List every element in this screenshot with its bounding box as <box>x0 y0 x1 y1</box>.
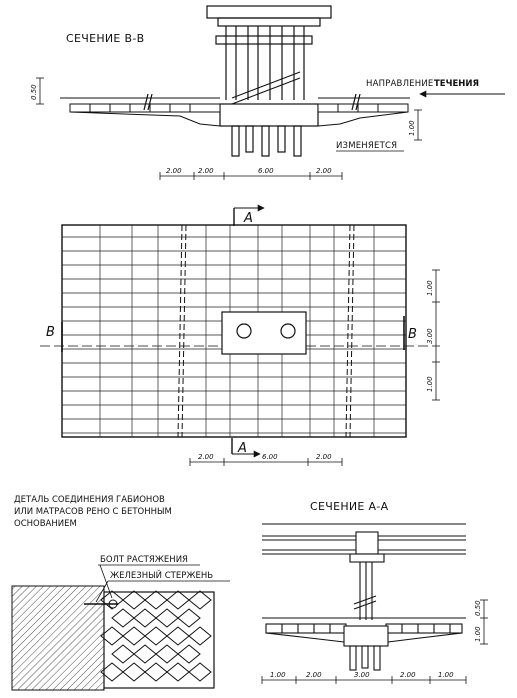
section-bb: СЕЧЕНИЕ В-В <box>30 5 505 180</box>
dim-bb-4: 2.00 <box>316 167 332 175</box>
mesh-cell <box>166 590 190 610</box>
flow-label: НАПРАВЛЕНИЕ <box>366 79 433 89</box>
mesh-cell <box>166 626 190 646</box>
mesh-cell <box>133 644 157 664</box>
dim-left-bb <box>36 77 44 105</box>
section-aa: СЕЧЕНИЕ А-А <box>261 500 488 684</box>
aa-dim-bottom-1: 1.00 <box>270 671 286 679</box>
mesh-cell <box>188 590 212 610</box>
aa-dim-right-bottom: 1.00 <box>474 626 482 642</box>
mesh-cell <box>177 644 201 664</box>
plan-dim-right-2: 3.00 <box>426 328 434 344</box>
section-bb-title: СЕЧЕНИЕ В-В <box>66 32 144 45</box>
plan-dim-bottom-1: 2.00 <box>198 453 214 461</box>
plan-dims-right <box>432 269 440 401</box>
bolt-label: БОЛТ РАСТЯЖЕНИЯ <box>100 555 188 565</box>
detail-connection: ДЕТАЛЬ СОЕДИНЕНИЯ ГАБИОНОВ ИЛИ МАТРАСОВ … <box>11 495 230 691</box>
aa-dims-bottom <box>261 676 467 684</box>
mesh-cell <box>144 626 168 646</box>
gabion-mesh <box>100 590 212 682</box>
section-aa-title: СЕЧЕНИЕ А-А <box>310 500 389 513</box>
mesh-cell <box>177 608 201 628</box>
mesh-cell <box>188 626 212 646</box>
plan-dim-right-1: 1.00 <box>426 280 434 296</box>
plan-view: A A B B 1.00 3.00 1.00 2.00 6.00 2.00 <box>40 204 440 466</box>
gabion-box <box>103 591 215 689</box>
mesh-cell <box>144 662 168 682</box>
plan-dim-right-3: 1.00 <box>426 376 434 392</box>
mesh-cell <box>111 608 135 628</box>
mesh-cell <box>122 626 146 646</box>
mesh-cell <box>122 590 146 610</box>
aa-dims-right <box>480 599 488 645</box>
dims-bottom-bb <box>159 172 343 180</box>
dim-bb-3: 6.00 <box>258 167 274 175</box>
dim-left-bb-label: 0.50 <box>30 84 38 100</box>
cut-marker-right: B <box>408 327 417 342</box>
aa-dim-bottom-4: 2.00 <box>400 671 416 679</box>
detail-title-line-2: ИЛИ МАТРАСОВ РЕНО С БЕТОННЫМ <box>14 507 172 517</box>
mesh-cell <box>166 662 190 682</box>
plan-dims-bottom <box>189 458 343 466</box>
cut-marker-top: A <box>243 211 253 226</box>
pier <box>206 5 332 157</box>
varies-label: ИЗМЕНЯЕТСЯ <box>336 141 397 151</box>
mesh-cell <box>111 644 135 664</box>
mesh-cell <box>155 644 179 664</box>
mesh-cell <box>155 608 179 628</box>
aa-dim-right-top: 0.50 <box>474 600 482 616</box>
detail-title-line-1: ДЕТАЛЬ СОЕДИНЕНИЯ ГАБИОНОВ <box>14 495 165 505</box>
aa-dim-bottom-3: 3.00 <box>354 671 370 679</box>
plan-dim-bottom-3: 2.00 <box>316 453 332 461</box>
mesh-cell <box>144 590 168 610</box>
aa-dim-bottom-5: 1.00 <box>438 671 454 679</box>
dim-right-bb <box>414 109 422 141</box>
cut-marker-left: B <box>46 325 55 340</box>
mesh-cell <box>122 662 146 682</box>
pile-circle <box>280 323 296 339</box>
detail-title-line-3: ОСНОВАНИЕМ <box>14 519 77 529</box>
rod-label: ЖЕЛЕЗНЫЙ СТЕРЖЕНЬ <box>110 569 213 581</box>
dim-bb-2: 2.00 <box>198 167 214 175</box>
concrete-base <box>11 585 105 691</box>
mesh-cell <box>133 608 157 628</box>
dim-bb-1: 2.00 <box>166 167 182 175</box>
flow-label-bold: ТЕЧЕНИЯ <box>434 79 479 89</box>
mattress-bb <box>60 93 410 127</box>
cut-marker-bottom: A <box>237 441 247 456</box>
pile-circle <box>236 323 252 339</box>
aa-dim-bottom-2: 2.00 <box>306 671 322 679</box>
dim-right-bb-label: 1.00 <box>408 120 416 136</box>
plan-dim-bottom-2: 6.00 <box>262 453 278 461</box>
mesh-cell <box>188 662 212 682</box>
